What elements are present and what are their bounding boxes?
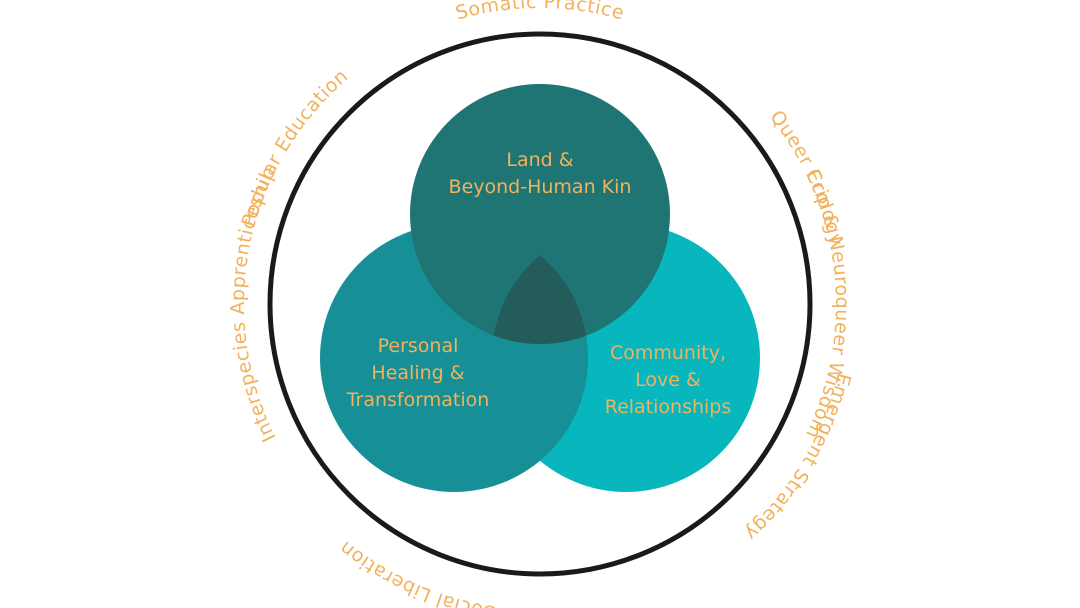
community-label-line2: Love & [635, 369, 701, 391]
personal-label-line2: Healing & [371, 362, 464, 384]
community-label-line1: Community, [610, 342, 726, 364]
personal-label-line3: Transformation [346, 389, 490, 411]
ring-label-somatic-practice: Somatic Practice [453, 0, 627, 24]
ring-label-somatic-practice-path: Somatic Practice [453, 0, 626, 24]
ring-label-emergent-strategy-path: Emergent Strategy [740, 371, 854, 545]
community-label-line3: Relationships [605, 396, 732, 418]
ring-label-emergent-strategy: Emergent Strategy [740, 371, 855, 545]
land-label-line1: Land & [506, 149, 573, 171]
outer-ring [267, 31, 813, 577]
overlap-center [492, 224, 588, 344]
land-label-line2: Beyond-Human Kin [449, 176, 632, 198]
personal-label-line1: Personal [378, 335, 459, 357]
